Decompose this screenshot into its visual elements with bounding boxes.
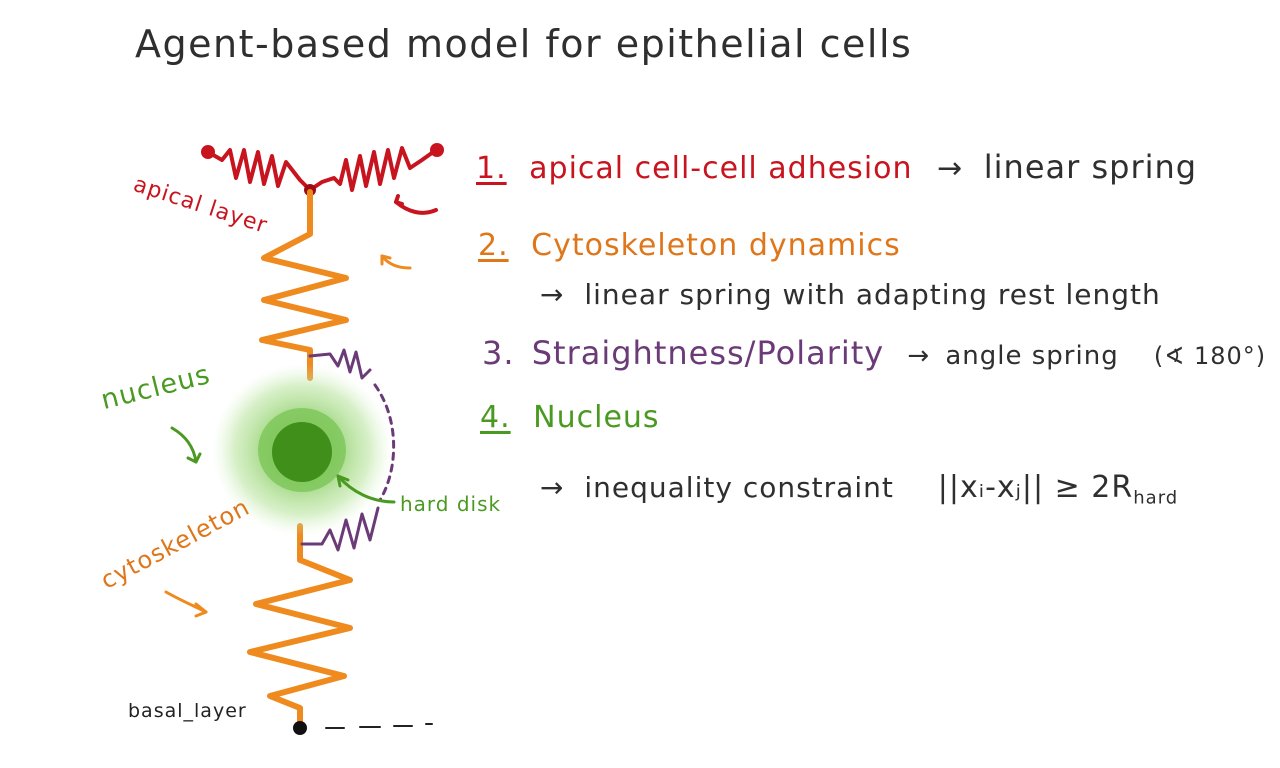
cytoskeleton-springs bbox=[247, 189, 412, 729]
item-3-arrow: → bbox=[907, 341, 931, 371]
item-4-detail: inequality constraint bbox=[584, 471, 894, 504]
item-3-title: Straightness/Polarity bbox=[531, 334, 885, 372]
item-4-arrow: → bbox=[540, 471, 565, 504]
item-1-arrow: → bbox=[937, 151, 964, 186]
angle-dashed-arc bbox=[373, 383, 396, 502]
upper-cytoskeleton-spring bbox=[259, 189, 349, 381]
item-4: 4. Nucleus bbox=[480, 400, 660, 435]
item-3-number: 3. bbox=[482, 334, 515, 372]
item-2-title: Cytoskeleton dynamics bbox=[531, 228, 901, 263]
item-2-detail: linear spring with adapting rest length bbox=[584, 278, 1161, 311]
upper-angle-spring bbox=[308, 348, 372, 380]
item-3-extra: (∢ 180°) bbox=[1153, 342, 1267, 370]
item-4-title: Nucleus bbox=[533, 400, 660, 435]
apical-node-left bbox=[201, 145, 215, 159]
item-4-number: 4. bbox=[480, 400, 511, 435]
apical-spring-right bbox=[308, 146, 438, 192]
nucleus-hard-disk bbox=[272, 422, 332, 482]
nucleus-label-arrow bbox=[170, 426, 198, 464]
basal-layer-label: basal_layer bbox=[128, 700, 247, 722]
nucleus-group bbox=[212, 364, 392, 536]
apical-node-right bbox=[430, 143, 444, 157]
hard-disk-arrow bbox=[336, 474, 396, 504]
lower-angle-spring bbox=[300, 506, 380, 552]
hard-disk-label: hard disk bbox=[400, 492, 502, 516]
item-2-number: 2. bbox=[478, 228, 509, 263]
apical-spring-left bbox=[206, 148, 312, 192]
polarity-springs bbox=[300, 348, 396, 552]
item-1: 1. apical cell-cell adhesion → linear sp… bbox=[476, 148, 1197, 186]
item-1-title: apical cell-cell adhesion bbox=[529, 151, 913, 186]
apical-springs bbox=[206, 146, 438, 215]
item-2-arrow: → bbox=[540, 278, 565, 311]
item-3-detail: angle spring bbox=[945, 341, 1119, 371]
item-4-detail-line: → inequality constraint ||xᵢ-xⱼ|| ≥ 2Rha… bbox=[540, 470, 1178, 509]
item-2: 2. Cytoskeleton dynamics bbox=[478, 228, 901, 263]
basal-node bbox=[293, 721, 307, 735]
item-4-formula-sub: hard bbox=[1133, 487, 1179, 509]
item-3: 3. Straightness/Polarity → angle spring … bbox=[482, 334, 1266, 372]
item-1-detail: linear spring bbox=[983, 148, 1198, 186]
item-4-formula: ||xᵢ-xⱼ|| ≥ 2R bbox=[937, 470, 1134, 505]
lower-cytoskeleton-spring bbox=[247, 523, 353, 729]
item-2-detail-line: → linear spring with adapting rest lengt… bbox=[540, 278, 1161, 311]
item-1-number: 1. bbox=[476, 151, 507, 186]
diagram-title: Agent-based model for epithelial cells bbox=[135, 22, 913, 66]
